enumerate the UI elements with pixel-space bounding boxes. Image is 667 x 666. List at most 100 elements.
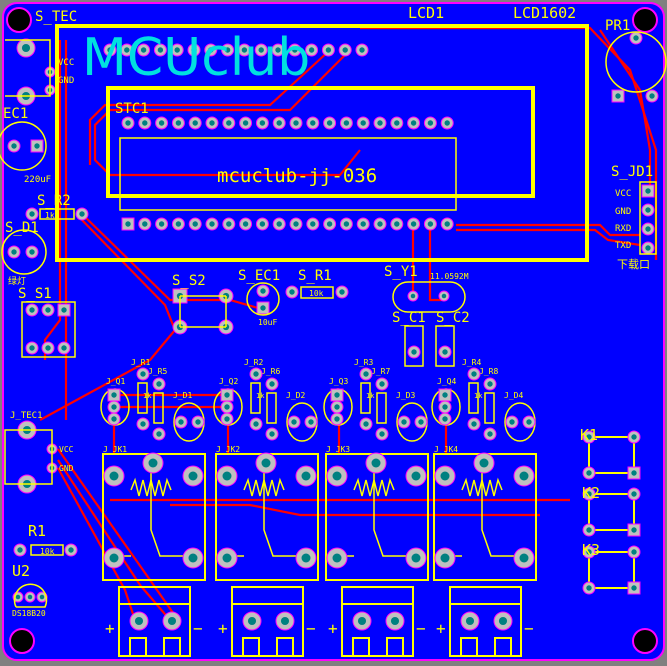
resistor-pin[interactable] [152,377,166,391]
relay-pin[interactable] [142,452,164,474]
r1-pin[interactable] [64,543,78,557]
s-d1-pin[interactable] [25,245,39,259]
pr1-pin[interactable] [611,89,625,103]
led-pin[interactable] [522,415,536,429]
s-y1-pin[interactable] [407,290,419,302]
relay-pin[interactable] [405,547,427,569]
stc-pin[interactable] [171,116,185,130]
resistor-pin[interactable] [467,417,481,431]
relay-pin[interactable] [326,547,348,569]
s-r1-pin[interactable] [285,285,299,299]
lcd-pin[interactable] [204,43,218,57]
stc-pin[interactable] [155,217,169,231]
relay-pin[interactable] [295,547,317,569]
stc-pin[interactable] [155,116,169,130]
s-s1-pin[interactable] [57,341,71,355]
jd1-pin[interactable] [641,241,655,255]
led-pin[interactable] [414,415,428,429]
s-y1-pin[interactable] [438,290,450,302]
relay-pin[interactable] [255,452,277,474]
stc-pin[interactable] [339,116,353,130]
stc-pin[interactable] [289,116,303,130]
stc-pin[interactable] [255,116,269,130]
led-pin[interactable] [397,415,411,429]
led-pin[interactable] [191,415,205,429]
resistor-pin[interactable] [483,427,497,441]
stc-pin[interactable] [407,217,421,231]
lcd-pin[interactable] [288,43,302,57]
transistor-pin[interactable] [438,412,452,426]
u2-pin[interactable] [24,591,36,603]
led-pin[interactable] [505,415,519,429]
s-r1-pin[interactable] [335,285,349,299]
stc-pin[interactable] [188,217,202,231]
transistor-pin[interactable] [438,400,452,414]
stc-pin[interactable] [121,217,135,231]
stc-pin[interactable] [205,217,219,231]
s-s1-pin[interactable] [57,303,71,317]
resistor-pin[interactable] [265,427,279,441]
stc-pin[interactable] [323,116,337,130]
lcd-pin[interactable] [221,43,235,57]
lcd-pin[interactable] [271,43,285,57]
s-r2-pin[interactable] [25,207,39,221]
switch-pin[interactable] [627,466,641,480]
resistor-pin[interactable] [483,377,497,391]
stc-pin[interactable] [356,116,370,130]
transistor-pin[interactable] [330,412,344,426]
terminal-pin[interactable] [385,611,405,631]
terminal-pin[interactable] [242,611,262,631]
lcd-pin[interactable] [254,43,268,57]
lcd-pin[interactable] [338,43,352,57]
relay-pin[interactable] [434,547,456,569]
stc-pin[interactable] [138,217,152,231]
s-ec1-pin[interactable] [256,301,270,315]
s-s1-pin[interactable] [25,303,39,317]
stc-pin[interactable] [121,116,135,130]
stc-pin[interactable] [272,116,286,130]
r1-pin[interactable] [13,543,27,557]
s-s1-pin[interactable] [41,303,55,317]
lcd-pin[interactable] [305,43,319,57]
s-s1-pin[interactable] [25,341,39,355]
stc-pin[interactable] [423,116,437,130]
relay-pin[interactable] [473,452,495,474]
stc-pin[interactable] [407,116,421,130]
stc-pin[interactable] [222,217,236,231]
lcd-pin[interactable] [355,43,369,57]
relay-pin[interactable] [103,547,125,569]
transistor-pin[interactable] [330,388,344,402]
stc-pin[interactable] [138,116,152,130]
stc-pin[interactable] [306,116,320,130]
switch-pin[interactable] [582,545,596,559]
stc-pin[interactable] [289,217,303,231]
pr1-pin[interactable] [629,31,643,45]
stc-pin[interactable] [373,217,387,231]
resistor-pin[interactable] [265,377,279,391]
resistor-pin[interactable] [467,367,481,381]
stc-pin[interactable] [440,217,454,231]
stc-pin[interactable] [390,116,404,130]
resistor-pin[interactable] [136,417,150,431]
lcd-pin[interactable] [153,43,167,57]
transistor-pin[interactable] [438,388,452,402]
relay-pin[interactable] [295,465,317,487]
switch-pin[interactable] [627,523,641,537]
stc-pin[interactable] [356,217,370,231]
stc-pin[interactable] [423,217,437,231]
switch-pin[interactable] [582,430,596,444]
relay-pin[interactable] [216,465,238,487]
switch-pin[interactable] [582,581,596,595]
terminal-pin[interactable] [352,611,372,631]
jd1-pin[interactable] [641,203,655,217]
led-pin[interactable] [174,415,188,429]
resistor-pin[interactable] [152,427,166,441]
switch-pin[interactable] [627,430,641,444]
stc-pin[interactable] [239,116,253,130]
relay-pin[interactable] [182,465,204,487]
transistor-pin[interactable] [107,400,121,414]
transistor-pin[interactable] [220,400,234,414]
u2-pin[interactable] [36,591,48,603]
relay-pin[interactable] [216,547,238,569]
transistor-pin[interactable] [107,388,121,402]
